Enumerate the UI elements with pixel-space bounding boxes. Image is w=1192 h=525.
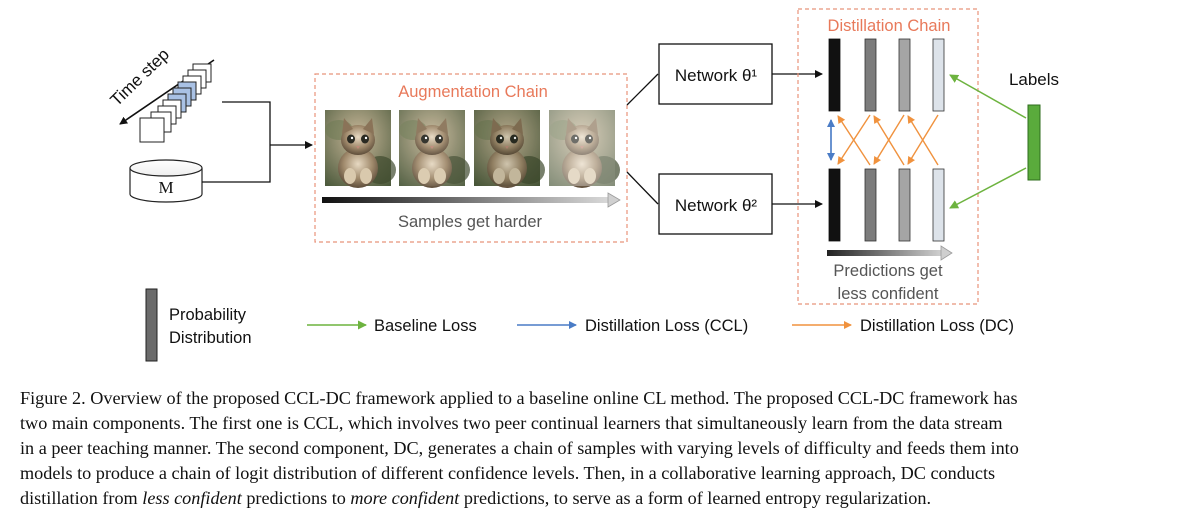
prediction-bar: [864, 168, 877, 242]
augmented-sample-image: [549, 110, 620, 188]
label-bar: [1027, 104, 1041, 181]
input-connector: [202, 101, 313, 183]
legend-probability-bar: [145, 288, 158, 362]
predictions-confidence-arrow: [827, 245, 953, 261]
prediction-bar: [828, 168, 841, 242]
augmented-sample-image: [474, 110, 545, 188]
predictions-label-line1: Predictions get: [833, 262, 943, 280]
legend-dc-label: Distillation Loss (DC): [860, 317, 1014, 335]
caption-emphasis: more confident: [350, 488, 460, 508]
figure-caption: Figure 2. Overview of the proposed CCL-D…: [20, 386, 1172, 511]
legend-probability-line1: Probability: [169, 306, 247, 324]
baseline-loss-arrow: [949, 167, 1027, 209]
caption-line: in a peer teaching manner. The second co…: [20, 438, 1019, 458]
prediction-bar: [932, 168, 945, 242]
stack-frame: [139, 117, 165, 143]
caption-line: two main components. The first one is CC…: [20, 413, 1003, 433]
predictions-label-line2: less confident: [838, 285, 939, 303]
prediction-bar: [898, 38, 911, 112]
caption-emphasis: less confident: [142, 488, 242, 508]
prediction-bar: [828, 38, 841, 112]
dc-distillation-arrows: [837, 114, 939, 166]
labels-node: Labels: [949, 70, 1059, 209]
caption-line: models to produce a chain of logit distr…: [20, 463, 996, 483]
caption-line: predictions, to serve as a form of learn…: [459, 488, 932, 508]
augmentation-chain-title: Augmentation Chain: [398, 83, 548, 101]
augmented-sample-image: [399, 110, 470, 188]
baseline-loss-arrow: [949, 74, 1027, 119]
legend: Probability Distribution Baseline Loss D…: [145, 288, 1014, 362]
prediction-bar: [932, 38, 945, 112]
network-2-box: Network θ²: [658, 173, 773, 235]
augmented-sample-image: [325, 110, 396, 188]
network-2-label: Network θ²: [675, 196, 758, 215]
augmentation-chain-box: Augmentation Chain Samples get harder: [314, 73, 628, 243]
network-connectors: [626, 73, 659, 205]
network-1-label: Network θ¹: [675, 66, 758, 85]
prediction-bar: [898, 168, 911, 242]
caption-line: predictions to: [241, 488, 351, 508]
distillation-chain-title: Distillation Chain: [828, 17, 951, 35]
network-1-box: Network θ¹: [658, 43, 773, 105]
prediction-bar: [864, 38, 877, 112]
legend-baseline-label: Baseline Loss: [374, 317, 477, 335]
samples-harder-arrow: [322, 192, 621, 208]
samples-harder-label: Samples get harder: [398, 213, 543, 231]
framework-diagram: Time step M Augmentation Chain: [107, 8, 1059, 362]
memory-buffer: M: [129, 159, 203, 203]
labels-title: Labels: [1009, 70, 1059, 89]
distillation-chain-box: Distillation Chain Predict: [797, 8, 979, 305]
legend-ccl-label: Distillation Loss (CCL): [585, 317, 748, 335]
caption-line: distillation from: [20, 488, 143, 508]
memory-buffer-label: M: [158, 178, 173, 197]
legend-probability-line2: Distribution: [169, 329, 252, 347]
caption-line: Figure 2. Overview of the proposed CCL-D…: [20, 388, 1018, 408]
time-step-stack: Time step: [107, 45, 215, 143]
